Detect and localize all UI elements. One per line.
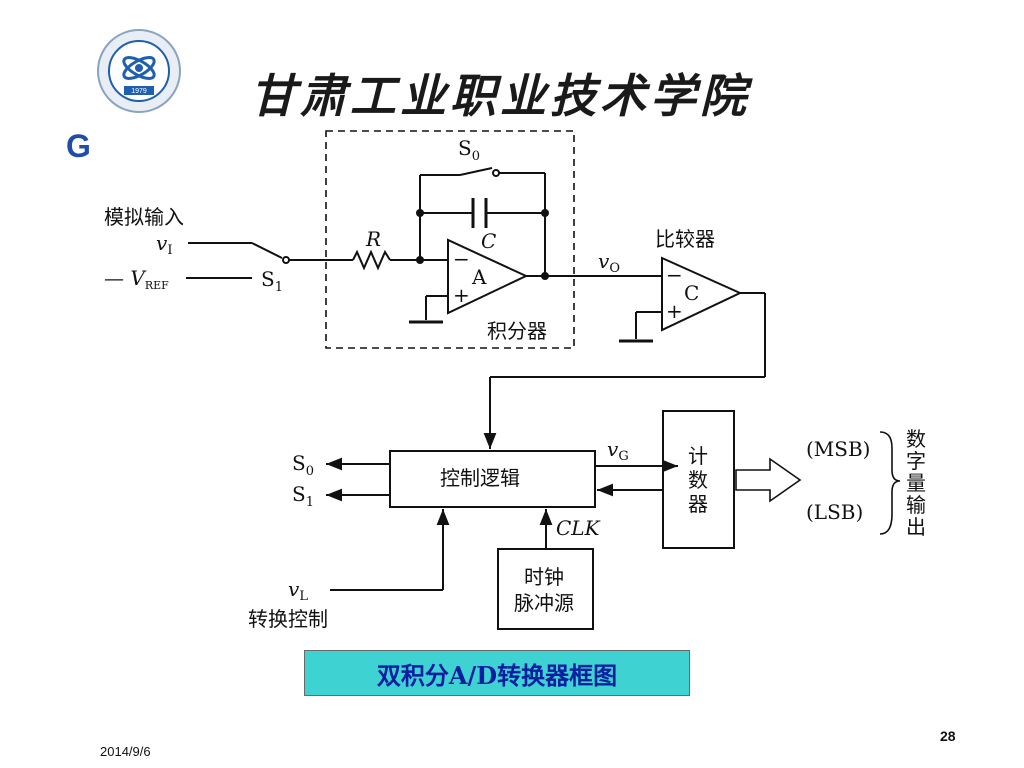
comparator-title: 比较器	[655, 227, 715, 251]
integrator-minus: −	[453, 247, 470, 271]
logo-year: 1979	[131, 88, 147, 95]
lsb-label: (LSB)	[806, 500, 863, 524]
msb-label: (MSB)	[806, 437, 870, 461]
counter-block	[662, 410, 735, 549]
digital-output-label-2: 字	[906, 449, 926, 473]
resistor-label: R	[365, 227, 381, 251]
counter-label-2: 数	[688, 468, 708, 492]
clk-label: CLK	[556, 516, 601, 540]
clock-source-label-1: 时钟	[524, 565, 564, 589]
clock-source-block	[497, 548, 594, 630]
integrator-plus: +	[453, 283, 470, 307]
s0-switch-label: S0	[458, 136, 480, 164]
integrator-box	[325, 130, 575, 349]
control-logic-label: 控制逻辑	[440, 466, 520, 490]
integrator-amplifier	[447, 238, 529, 315]
s1-output-label: S1	[292, 482, 314, 510]
g-letter: G	[66, 128, 91, 164]
conversion-control-label: 转换控制	[248, 607, 328, 631]
slide-date: 2014/9/6	[100, 744, 151, 759]
capacitor-label: C	[481, 229, 496, 253]
comparator	[661, 256, 743, 332]
comparator-amp-label: C	[684, 281, 699, 305]
digital-output-label-4: 输	[906, 493, 926, 517]
s0-output-label: S0	[292, 451, 314, 479]
digital-output-label-3: 量	[906, 471, 926, 495]
vref-label: — VREF	[104, 266, 169, 292]
vl-label: vL	[288, 577, 308, 604]
control-logic-block	[389, 450, 596, 508]
counter-label-3: 器	[688, 492, 708, 516]
college-logo: 1979	[97, 29, 181, 113]
comparator-minus: −	[666, 263, 683, 287]
digital-output-label-5: 出	[906, 515, 926, 539]
comparator-plus: +	[666, 299, 683, 323]
vi-label: vI	[156, 231, 172, 258]
resistor	[352, 249, 391, 271]
clock-source-label-2: 脉冲源	[514, 591, 574, 615]
digital-output-label-1: 数	[906, 427, 926, 451]
counter-label-1: 计	[688, 444, 708, 468]
diagram-caption: 双积分A/D转换器框图	[304, 650, 690, 696]
integrator-amp-label: A	[471, 265, 487, 289]
page-number: 28	[940, 728, 956, 744]
integrator-label: 积分器	[487, 319, 547, 343]
vo-label: vO	[598, 249, 620, 276]
s1-switch-label: S1	[261, 267, 283, 295]
output-arrow	[735, 457, 802, 503]
vg-label: vG	[607, 437, 629, 464]
analog-input-label: 模拟输入	[104, 205, 184, 229]
college-name: 甘肃工业职业技术学院	[250, 69, 750, 123]
